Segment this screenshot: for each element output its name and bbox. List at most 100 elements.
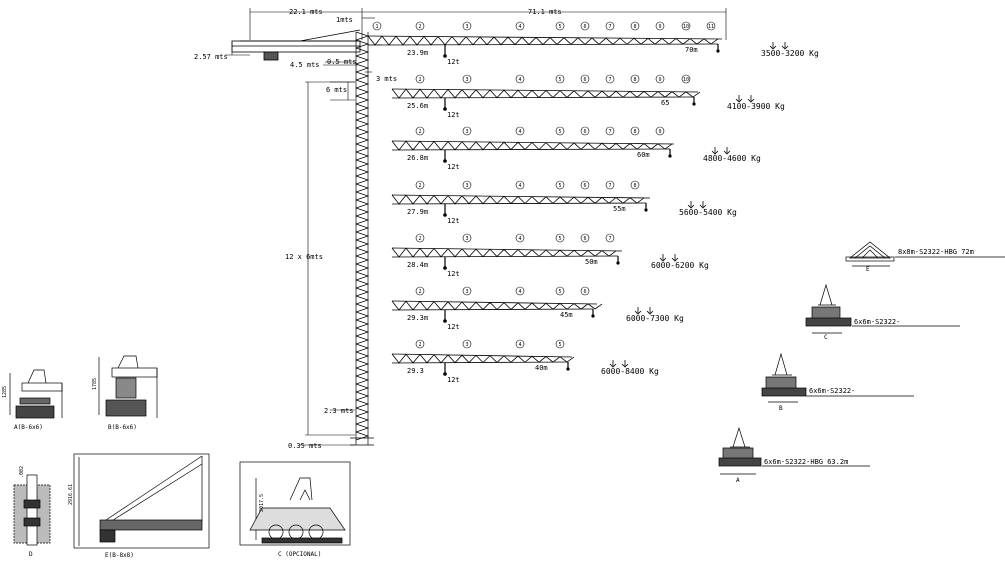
jib-truss [391,300,603,311]
load-label: 12t [447,111,460,119]
tip-hook-icon [692,102,696,106]
load-label: 12t [447,323,460,331]
radius-label: 28.4m [407,261,428,269]
section-number: 8 [633,77,636,83]
section-number: 2 [418,129,421,135]
dim-base-gap: 2.3 mts [324,407,354,415]
section-number: 1 [375,24,378,30]
section-marker [415,286,425,296]
hook-icon [443,213,447,217]
section-marker [515,21,525,31]
section-marker [555,126,565,136]
weight-hook-icon [687,204,695,209]
section-number: 2 [418,236,421,242]
detail-c-dim: 2017.5 [259,494,265,512]
section-marker [630,74,640,84]
tip-hook-icon [644,208,648,212]
section-number: 4 [518,236,521,242]
section-marker [372,21,382,31]
detail-b-label: B(B-6x6) [108,424,137,431]
section-number: 4 [518,183,521,189]
section-marker [580,180,590,190]
section-marker [515,126,525,136]
detail-e [73,453,210,549]
detail-c [239,461,351,546]
jib-truss [391,140,675,151]
section-marker [415,233,425,243]
section-number: 6 [583,24,586,30]
detail-a-label: A(B-6x6) [14,424,43,431]
mast-dimensions [300,81,355,446]
section-marker [415,339,425,349]
tip-load-label: 6000-6200 Kg [651,261,709,270]
load-label: 12t [447,376,460,384]
radius-label: 29.3m [407,314,428,322]
section-number: 5 [558,289,561,295]
section-marker [515,74,525,84]
section-number: 6 [583,289,586,295]
radius-label: 27.9m [407,208,428,216]
weight-hook-icon [646,310,654,315]
section-number: 2 [418,342,421,348]
section-number: 3 [465,289,468,295]
section-number: 9 [658,129,661,135]
section-number: 3 [465,77,468,83]
dim-mast: 12 x 6mts [285,253,323,261]
section-number: 4 [518,342,521,348]
section-marker [605,180,615,190]
dim-counter-height: 2.57 mts [194,53,228,61]
weight-hook-icon [747,98,755,103]
section-marker [415,74,425,84]
section-marker [515,180,525,190]
tip-load-label: 6000-7300 Kg [626,314,684,323]
section-marker [555,180,565,190]
jib-truss [367,35,723,46]
section-marker [655,126,665,136]
section-marker [462,21,472,31]
section-number: 8 [633,24,636,30]
section-number: 3 [465,183,468,189]
section-marker [580,286,590,296]
detail-a-dim: 1285 [2,386,8,398]
section-number: 7 [608,129,611,135]
detail-c-label: C (OPCIONAL) [278,551,321,558]
section-marker [681,21,691,31]
weight-hook-icon [711,150,719,155]
section-marker [415,126,425,136]
dim-section: 6 mts [326,86,347,94]
section-marker [555,286,565,296]
load-label: 12t [447,217,460,225]
jib-truss [391,88,701,99]
section-marker [605,126,615,136]
radius-label: 25.6m [407,102,428,110]
section-number: 5 [558,183,561,189]
section-marker [415,21,425,31]
jib-length: 40m [535,364,548,372]
section-number: 5 [558,342,561,348]
section-number: 6 [583,236,586,242]
section-number: 6 [583,77,586,83]
radius-label: 26.8m [407,154,428,162]
jib-length: 55m [613,205,626,213]
section-number: 10 [683,24,689,30]
section-marker [580,21,590,31]
weight-hook-icon [723,150,731,155]
base-a-label: 6x6m-S2322-HBG 63.2m [764,458,848,466]
section-number: 4 [518,77,521,83]
mast [350,31,374,446]
section-number: 5 [558,77,561,83]
base-a [718,426,870,475]
section-number: 2 [418,183,421,189]
base-c-letter: C [824,334,828,341]
section-marker [462,180,472,190]
section-marker [605,21,615,31]
base-a-letter: A [736,477,740,484]
section-marker [462,126,472,136]
detail-d [13,474,51,546]
tip-hook-icon [668,154,672,158]
weight-hook-icon [781,45,789,50]
